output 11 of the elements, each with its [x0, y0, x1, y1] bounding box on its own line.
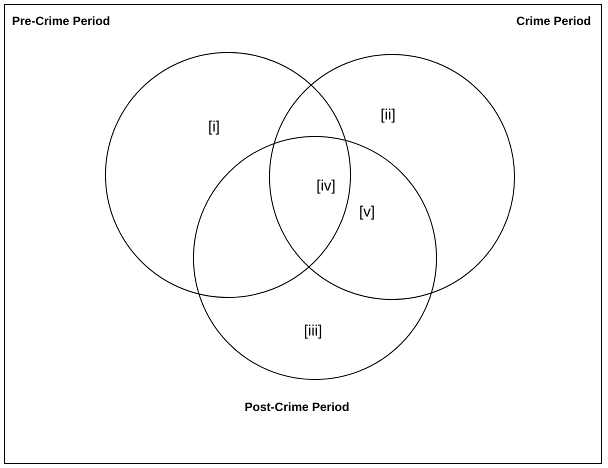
- region-label: [iii]: [304, 322, 322, 340]
- circle-title: Crime Period: [516, 14, 591, 28]
- venn-circle: [105, 52, 351, 298]
- circle-title: Pre-Crime Period: [12, 14, 110, 28]
- region-label: [v]: [359, 204, 375, 220]
- venn-circle: [193, 136, 437, 380]
- circle-title: Post-Crime Period: [244, 400, 350, 414]
- region-label: [i]: [208, 118, 220, 136]
- region-label: [iv]: [316, 178, 336, 194]
- venn-circle: [269, 54, 515, 300]
- region-label: [ii]: [380, 106, 396, 124]
